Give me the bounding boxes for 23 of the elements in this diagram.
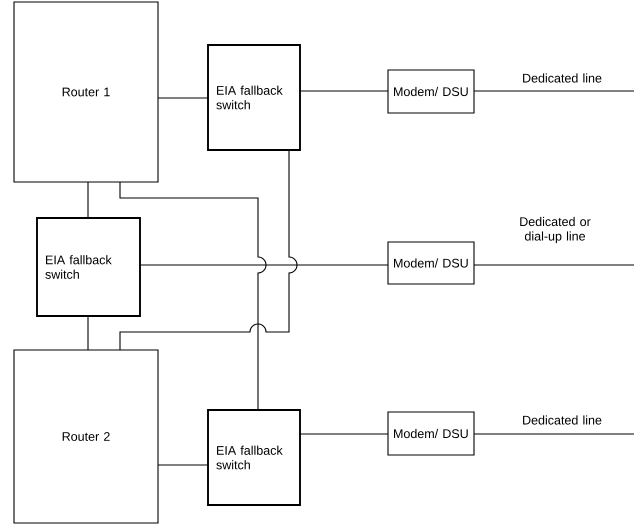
connector-line	[474, 264, 634, 266]
edge-label: Dedicated line	[523, 73, 602, 83]
connector-line	[119, 182, 267, 410]
connector-line	[300, 90, 388, 92]
connector-line	[158, 464, 208, 466]
modem-box: Modem/ DSU	[387, 69, 475, 114]
connector-line	[140, 264, 388, 266]
modem-box: Modem/ DSU	[387, 411, 475, 456]
connector-line	[158, 97, 208, 99]
connector-line	[87, 182, 89, 218]
router-box: Router 1	[13, 1, 159, 183]
router-box: Router 2	[13, 349, 159, 524]
connector-line	[474, 433, 634, 435]
switch-box: EIA fallback switch	[36, 217, 141, 317]
connector-line	[474, 90, 634, 92]
connector-line	[300, 433, 388, 435]
edge-label: Dedicated line	[523, 415, 602, 425]
edge-label: Dedicated or dial-up line	[520, 216, 591, 244]
modem-box: Modem/ DSU	[387, 241, 475, 285]
connector-line	[87, 316, 89, 350]
switch-box: EIA fallback switch	[207, 44, 301, 151]
switch-box: EIA fallback switch	[207, 409, 301, 506]
connector-line	[119, 150, 298, 350]
